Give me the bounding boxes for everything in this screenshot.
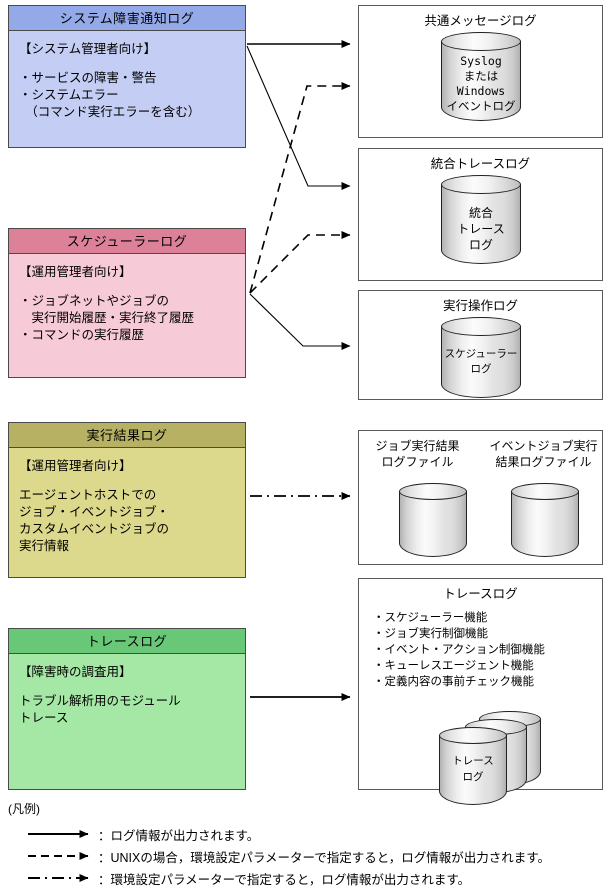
cylinder-trace-log-front: トレース ログ <box>439 727 507 809</box>
source-header-trace-log: トレースログ <box>9 629 245 654</box>
source-audience: 【システム管理者向け】 <box>19 42 157 56</box>
source-body-execution-result-log: 【運用管理者向け】 エージェントホストでの ジョブ・イベントジョブ・ カスタムイ… <box>9 448 245 555</box>
source-box-scheduler-log: スケジューラーログ 【運用管理者向け】 ・ジョブネットやジョブの 実行開始履歴・… <box>8 228 246 378</box>
target-captions-job-result-log-files: ジョブ実行結果 ログファイル イベントジョブ実行 結果ログファイル <box>359 438 602 470</box>
target-bullets-trace-log: ・スケジューラー機能 ・ジョブ実行制御機能 ・イベント・アクション制御機能 ・キ… <box>373 610 602 690</box>
source-line: トレース <box>19 711 69 725</box>
legend-text: ：ログ情報が出力されます。 <box>98 828 260 843</box>
cylinder-event-job-result-log-file <box>511 483 579 561</box>
bullet-item: ・定義内容の事前チェック機能 <box>373 676 534 688</box>
bullet-item: ・ジョブ実行制御機能 <box>373 628 488 640</box>
legend-symbol-dashdot-arrow <box>28 874 89 882</box>
cylinder-execution-operation-log: スケジューラー ログ <box>441 317 521 401</box>
cylinder-label: スケジューラー ログ <box>444 348 518 375</box>
legend-title: (凡例) <box>8 802 40 816</box>
cylinder-integrated-trace-log: 統合 トレース ログ <box>441 175 521 272</box>
source-box-execution-result-log: 実行結果ログ 【運用管理者向け】 エージェントホストでの ジョブ・イベントジョブ… <box>8 422 246 578</box>
bullet-item: ・キューレスエージェント機能 <box>373 660 534 672</box>
target-box-trace-log: トレースログ ・スケジューラー機能 ・ジョブ実行制御機能 ・イベント・アクション… <box>358 578 603 805</box>
cylinder-label: 統合 トレース ログ <box>457 206 505 252</box>
cylinder-label: Syslog または Windows イベントログ <box>446 54 516 113</box>
cylinder-label: トレース ログ <box>452 755 494 783</box>
target-caption-job-result-log-file: ジョブ実行結果 ログファイル <box>375 439 460 469</box>
legend-row-dashdot: ：環境設定パラメーターで指定すると，ログ情報が出力されます。 <box>8 867 608 889</box>
source-line: （コマンド実行エラーを含む） <box>19 105 201 119</box>
target-caption-integrated-trace-log: 統合トレースログ <box>430 157 531 171</box>
target-caption-execution-operation-log: 実行操作ログ <box>442 299 518 313</box>
source-line: 実行開始履歴・実行終了履歴 <box>19 311 195 325</box>
source-audience: 【障害時の調査用】 <box>19 665 132 679</box>
source-audience: 【運用管理者向け】 <box>19 459 132 473</box>
legend-row-solid: ：ログ情報が出力されます。 <box>8 823 608 845</box>
source-line: 実行情報 <box>19 539 70 553</box>
cylinder-common-message-log: Syslog または Windows イベントログ <box>441 32 521 129</box>
bullet-item: ・イベント・アクション制御機能 <box>373 644 545 656</box>
target-caption-event-job-result-log-file: イベントジョブ実行 結果ログファイル <box>489 439 598 469</box>
target-caption-common-message-log: 共通メッセージログ <box>424 14 537 28</box>
source-body-scheduler-log: 【運用管理者向け】 ・ジョブネットやジョブの 実行開始履歴・実行終了履歴 ・コマ… <box>9 254 245 344</box>
source-header-execution-result-log: 実行結果ログ <box>9 423 245 448</box>
target-box-common-message-log: 共通メッセージログ Syslog または Windows イベントログ <box>358 5 603 138</box>
target-box-integrated-trace-log: 統合トレースログ 統合 トレース ログ <box>358 148 603 281</box>
source-body-trace-log: 【障害時の調査用】 トラブル解析用のモジュール トレース <box>9 654 245 727</box>
connector-system-failure-to-integrated-trace-log <box>246 45 351 190</box>
source-box-system-failure-notification-log: システム障害通知ログ 【システム管理者向け】 ・サービスの障害・警告 ・システム… <box>8 5 246 148</box>
source-line: ・コマンドの実行履歴 <box>19 328 145 342</box>
source-line: ジョブ・イベントジョブ・ <box>19 505 170 519</box>
legend-symbol-dashed-arrow <box>28 852 89 860</box>
source-line: ・ジョブネットやジョブの <box>19 294 170 308</box>
source-header-system-failure-notification-log: システム障害通知ログ <box>9 6 245 31</box>
source-line: トラブル解析用のモジュール <box>19 694 181 708</box>
source-line: エージェントホストでの <box>19 488 157 502</box>
connector-scheduler-to-integrated-trace-log <box>249 231 351 294</box>
source-header-scheduler-log: スケジューラーログ <box>9 229 245 254</box>
source-line: ・システムエラー <box>19 88 119 102</box>
legend: (凡例) ：ログ情報が出力されます。 <box>8 800 608 889</box>
source-audience: 【運用管理者向け】 <box>19 265 132 279</box>
legend-symbol-solid-arrow <box>28 830 89 838</box>
legend-row-dashed: ：UNIXの場合，環境設定パラメーターで指定すると，ログ情報が出力されます。 <box>8 845 608 867</box>
legend-text: ：UNIXの場合，環境設定パラメーターで指定すると，ログ情報が出力されます。 <box>98 850 550 865</box>
target-caption-trace-log: トレースログ <box>443 587 518 601</box>
connector-scheduler-to-common-message-log <box>249 82 351 294</box>
source-box-trace-log: トレースログ 【障害時の調査用】 トラブル解析用のモジュール トレース <box>8 628 246 790</box>
target-box-execution-operation-log: 実行操作ログ スケジューラー ログ <box>358 290 603 400</box>
source-line: カスタムイベントジョブの <box>19 522 170 536</box>
bullet-item: ・スケジューラー機能 <box>373 612 488 624</box>
source-body-system-failure-notification-log: 【システム管理者向け】 ・サービスの障害・警告 ・システムエラー （コマンド実行… <box>9 31 245 121</box>
source-line: ・サービスの障害・警告 <box>19 71 157 85</box>
target-box-job-result-log-files: ジョブ実行結果 ログファイル イベントジョブ実行 結果ログファイル <box>358 430 603 565</box>
cylinder-job-result-log-file <box>399 483 467 561</box>
legend-text: ：環境設定パラメーターで指定すると，ログ情報が出力されます。 <box>98 872 471 887</box>
connector-scheduler-to-execution-operation-log <box>249 293 351 350</box>
